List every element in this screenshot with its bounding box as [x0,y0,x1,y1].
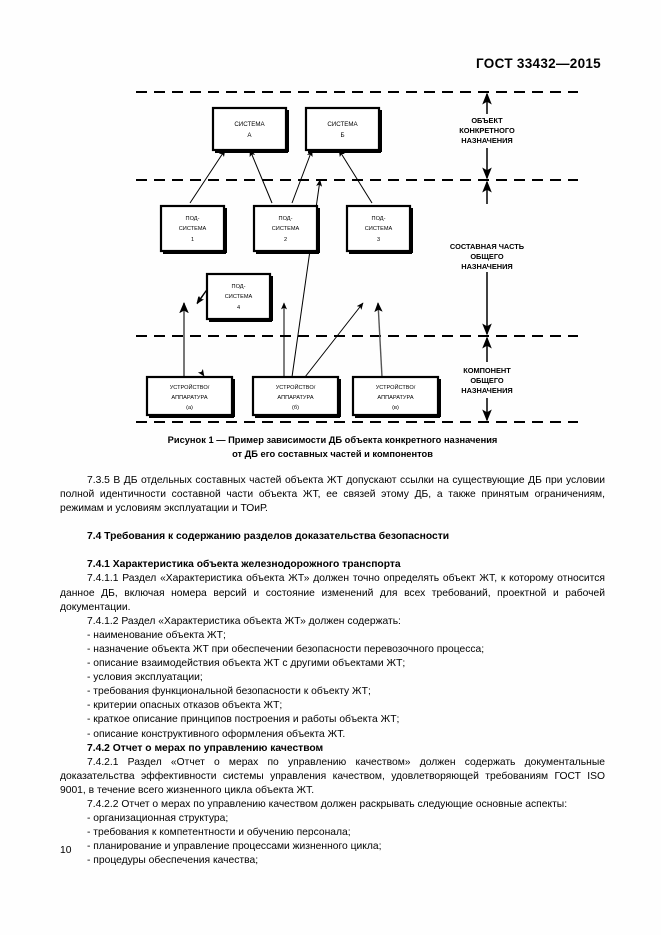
list-item: - наименование объекта ЖТ; [87,629,226,641]
svg-text:ПОД-: ПОД- [186,216,200,222]
svg-text:ОБЩЕГО: ОБЩЕГО [470,252,504,261]
list-item: - требования к компетентности и обучению… [87,827,351,839]
paragraph-7-4-2-2: 7.4.2.2 Отчет о мерах по управлению каче… [87,798,568,810]
zone-label-component: КОМПОНЕНТ ОБЩЕГО НАЗНАЧЕНИЯ [461,366,513,395]
list-item: - описание конструктивного оформления об… [87,728,346,740]
svg-text:ОБЩЕГО: ОБЩЕГО [470,376,504,385]
list-item: - организационная структура; [87,813,229,825]
subsystem-box-3: ПОД- СИСТЕМА 3 [345,204,413,254]
list-item: - назначение объекта ЖТ при обеспечении … [87,643,485,655]
svg-text:СИСТЕМА: СИСТЕМА [365,226,393,232]
svg-text:А: А [247,132,252,139]
svg-text:СИСТЕМА: СИСТЕМА [179,226,207,232]
svg-text:ОБЪЕКТ: ОБЪЕКТ [471,116,503,125]
figure-caption: Рисунок 1 — Пример зависимости ДБ объект… [60,434,605,461]
svg-text:ПОД-: ПОД- [279,216,293,222]
zone-label-object: ОБЪЕКТ КОНКРЕТНОГО НАЗНАЧЕНИЯ [459,116,515,145]
svg-text:АППАРАТУРА: АППАРАТУРА [277,395,313,401]
subsystem-box-4: ПОД- СИСТЕМА 4 [205,272,273,322]
device-box-b: УСТРОЙСТВО/ АППАРАТУРА (б) [251,375,341,418]
figure-caption-line-2: от ДБ его составных частей и компонентов [232,448,433,459]
page-number: 10 [60,845,72,856]
figure-caption-line-1: Рисунок 1 — Пример зависимости ДБ объект… [167,435,498,445]
svg-text:(а): (а) [186,405,193,411]
svg-text:1: 1 [191,237,194,243]
device-box-c: УСТРОЙСТВО/ АППАРАТУРА (в) [351,375,441,418]
system-box-a: СИСТЕМА А [211,106,289,153]
heading-7-4-1: 7.4.1 Характеристика объекта железнодоро… [87,559,401,571]
figure-connectors-upper [189,149,373,204]
paragraph-7-3-5: 7.3.5 В ДБ отдельных составных частей об… [60,475,605,515]
svg-text:НАЗНАЧЕНИЯ: НАЗНАЧЕНИЯ [461,136,513,145]
zone-label-component-part: СОСТАВНАЯ ЧАСТЬ ОБЩЕГО НАЗНАЧЕНИЯ [450,242,525,271]
list-item: - критерии опасных отказов объекта ЖТ; [87,700,283,712]
list-item: - описание взаимодействия объекта ЖТ с д… [87,658,406,670]
paragraph-7-4-1-2: 7.4.1.2 Раздел «Характеристика объекта Ж… [87,615,401,627]
svg-text:СИСТЕМА: СИСТЕМА [234,121,265,128]
subsystem-box-1: ПОД- СИСТЕМА 1 [159,204,227,254]
svg-text:УСТРОЙСТВО/: УСТРОЙСТВО/ [376,383,416,391]
svg-text:СИСТЕМА: СИСТЕМА [327,121,358,128]
document-header: ГОСТ 33432—2015 [476,56,601,71]
svg-text:АППАРАТУРА: АППАРАТУРА [377,395,413,401]
svg-text:(в): (в) [392,405,399,411]
svg-text:НАЗНАЧЕНИЯ: НАЗНАЧЕНИЯ [461,262,513,271]
list-item: - процедуры обеспечения качества; [87,855,259,867]
svg-text:3: 3 [377,237,380,243]
svg-text:ПОД-: ПОД- [372,216,386,222]
svg-text:ПОД-: ПОД- [232,284,246,290]
svg-text:2: 2 [284,237,287,243]
list-item: - планирование и управление процессами ж… [87,841,382,853]
list-item: - условия эксплуатации; [87,672,203,684]
svg-text:СОСТАВНАЯ ЧАСТЬ: СОСТАВНАЯ ЧАСТЬ [450,242,525,251]
heading-7-4: 7.4 Требования к содержанию разделов док… [87,531,450,543]
system-box-b: СИСТЕМА Б [304,106,382,153]
heading-7-4-2: 7.4.2 Отчет о мерах по управлению качест… [87,742,324,754]
svg-text:4: 4 [237,305,240,311]
paragraph-7-4-2-1: 7.4.2.1 Раздел «Отчет о мерах по управле… [60,756,605,796]
svg-text:УСТРОЙСТВО/: УСТРОЙСТВО/ [276,383,316,391]
svg-text:АППАРАТУРА: АППАРАТУРА [171,395,207,401]
figure-1: СИСТЕМА А СИСТЕМА Б ПОД- СИСТЕМА 1 [0,84,661,429]
svg-text:СИСТЕМА: СИСТЕМА [272,226,300,232]
svg-text:УСТРОЙСТВО/: УСТРОЙСТВО/ [170,383,210,391]
body-text: 7.3.5 В ДБ отдельных составных частей об… [60,474,605,868]
svg-text:КОНКРЕТНОГО: КОНКРЕТНОГО [459,126,515,135]
svg-text:Б: Б [340,132,344,139]
device-box-a: УСТРОЙСТВО/ АППАРАТУРА (а) [145,375,235,418]
subsystem-box-2: ПОД- СИСТЕМА 2 [252,204,320,254]
svg-text:СИСТЕМА: СИСТЕМА [225,294,253,300]
svg-text:(б): (б) [292,405,299,411]
paragraph-7-4-1-1: 7.4.1.1 Раздел «Характеристика объекта Ж… [60,573,605,613]
list-item: - требования функциональной безопасности… [87,686,371,698]
svg-text:КОМПОНЕНТ: КОМПОНЕНТ [463,366,511,375]
svg-text:НАЗНАЧЕНИЯ: НАЗНАЧЕНИЯ [461,386,513,395]
list-item: - краткое описание принципов построения … [87,714,400,726]
